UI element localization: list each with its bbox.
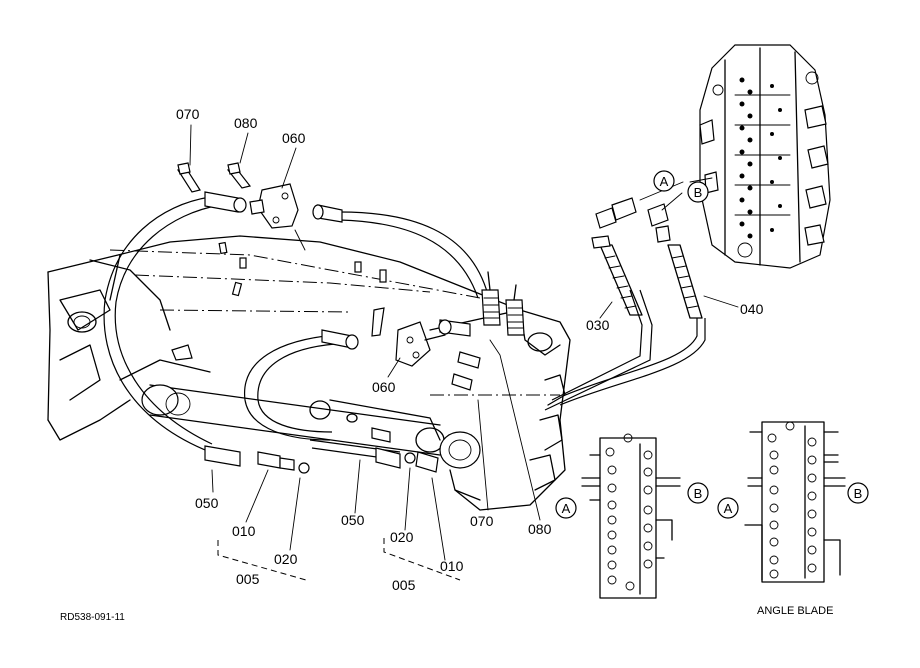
- centerline-3: [159, 309, 351, 313]
- lower-fittings: [204, 427, 439, 474]
- part-labels: 070 080 060 060 030 040 050 010 020 005 …: [176, 106, 764, 593]
- valve-hoses: [544, 244, 706, 411]
- part-005-left: 005: [236, 571, 260, 587]
- part-030: 030: [586, 317, 610, 333]
- part-010-mid: 010: [440, 558, 464, 574]
- angle-blade-caption: ANGLE BLADE: [757, 605, 833, 617]
- section-view-right: [744, 421, 846, 583]
- port-b-left-label: B: [694, 486, 703, 501]
- port-marker-a-left: A: [555, 497, 577, 519]
- part-010-left: 010: [232, 523, 256, 539]
- frame-bolts: [171, 241, 387, 361]
- port-marker-b-right: B: [847, 482, 869, 504]
- port-b-top-label: B: [694, 185, 703, 200]
- port-a-right-label: A: [724, 501, 733, 516]
- drawing-code: RD538-091-11: [60, 612, 125, 623]
- centerline-1: [109, 249, 481, 299]
- part-070-top: 070: [176, 106, 200, 122]
- centerline-2: [134, 274, 431, 293]
- main-frame: [47, 235, 521, 441]
- blade-cylinder: [141, 384, 445, 456]
- port-a-left-label: A: [562, 501, 571, 516]
- part-005-mid: 005: [392, 577, 416, 593]
- port-b-right-label: B: [854, 486, 863, 501]
- middle-fittings: [321, 307, 481, 391]
- part-070-bottom: 070: [470, 513, 494, 529]
- part-060-top: 060: [282, 130, 306, 146]
- swing-bracket: [429, 309, 571, 511]
- part-050-mid: 050: [341, 512, 365, 528]
- upper-hose: [103, 196, 489, 453]
- port-marker-a-top: A: [653, 170, 675, 192]
- port-marker-b-left: B: [687, 482, 709, 504]
- control-valve: [591, 44, 831, 269]
- part-080-bottom: 080: [528, 521, 552, 537]
- lower-hose: [244, 334, 401, 461]
- part-060-mid: 060: [372, 379, 396, 395]
- part-080-top: 080: [234, 115, 258, 131]
- top-fittings: [177, 162, 525, 336]
- part-020-left: 020: [274, 551, 298, 567]
- section-view-left: [581, 433, 681, 599]
- part-020-mid: 020: [390, 529, 414, 545]
- port-a-top-label: A: [660, 174, 669, 189]
- part-040: 040: [740, 301, 764, 317]
- port-marker-b-top: B: [687, 181, 709, 203]
- port-marker-a-right: A: [717, 497, 739, 519]
- part-050-left: 050: [195, 495, 219, 511]
